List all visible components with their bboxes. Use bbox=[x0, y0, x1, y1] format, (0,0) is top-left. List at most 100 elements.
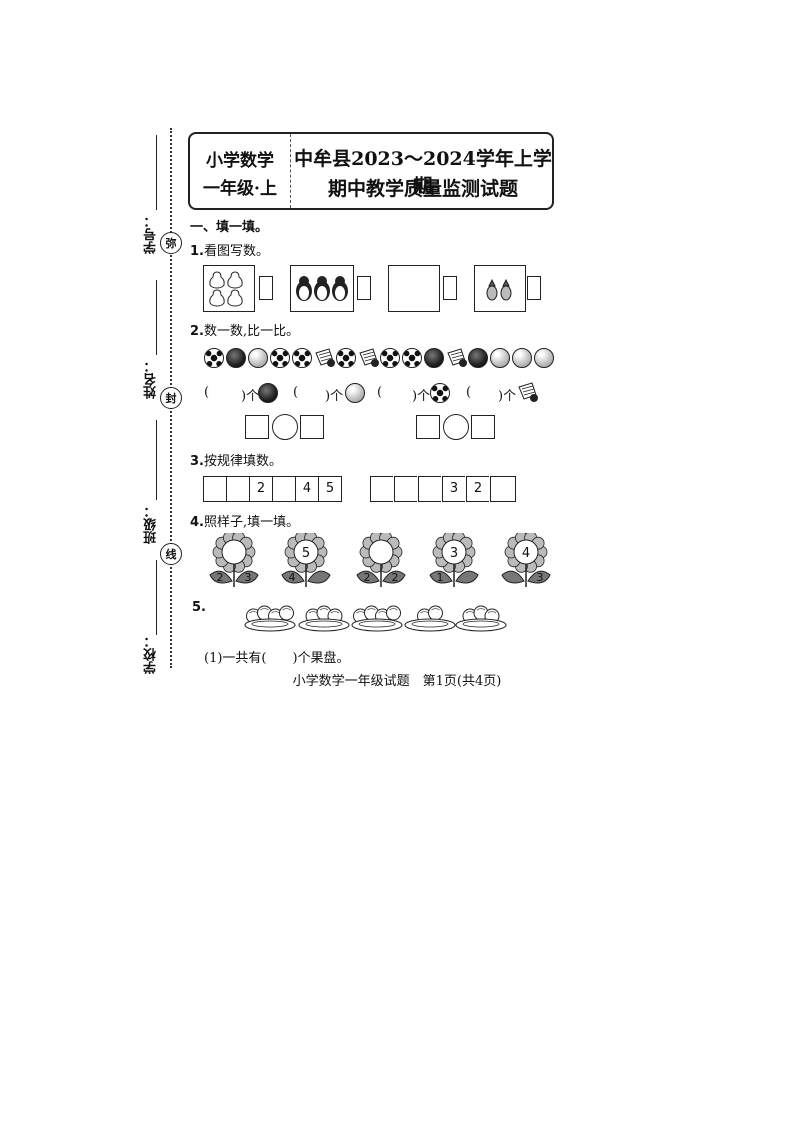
count-close-label: )个 bbox=[325, 389, 344, 404]
flower-right-number: 3 bbox=[245, 571, 252, 584]
question-2: 2.数一数,比一比。 bbox=[190, 320, 299, 339]
sequence-cell[interactable] bbox=[394, 476, 417, 502]
shuttlecock-icon bbox=[315, 348, 335, 367]
dark-ball-icon bbox=[226, 348, 246, 368]
flower-4: 31 bbox=[429, 533, 479, 587]
dark-ball-icon bbox=[258, 383, 278, 403]
class-line bbox=[156, 420, 157, 500]
q2-text: 数一数,比一比。 bbox=[203, 324, 300, 339]
exam-title-line2: 期中教学质量监测试题 bbox=[327, 178, 518, 200]
pear-icon bbox=[209, 271, 243, 307]
q4-number: 4. bbox=[190, 515, 204, 530]
count-close-label: )个 bbox=[412, 389, 431, 404]
flower-center-number: 5 bbox=[302, 546, 310, 561]
fruit-plate-icon bbox=[351, 605, 403, 632]
exam-header: 小学数学 一年级·上 中牟县2023～2024学年上学期 期中教学质量监测试题 bbox=[188, 132, 554, 210]
pearl-ball-icon bbox=[490, 348, 510, 368]
dark-ball-icon bbox=[468, 348, 488, 368]
count-open-paren: ( bbox=[204, 385, 210, 400]
name-line bbox=[156, 280, 157, 355]
student-number-label: 学号： bbox=[144, 215, 159, 254]
compare-box-right[interactable] bbox=[300, 415, 324, 439]
subject-label: 小学数学 bbox=[206, 151, 274, 171]
flower-right-number: 3 bbox=[537, 571, 544, 584]
pearl-ball-icon bbox=[534, 348, 554, 368]
count-close-label: )个 bbox=[498, 389, 517, 404]
grade-label: 一年级·上 bbox=[203, 179, 277, 199]
pearl-ball-icon bbox=[512, 348, 532, 368]
question-4: 4.照样子,填一填。 bbox=[190, 511, 299, 530]
answer-box-penguins[interactable] bbox=[357, 276, 371, 300]
seal-feng: 封 bbox=[160, 387, 182, 409]
question-1: 1.看图写数。 bbox=[190, 240, 269, 259]
pear-picture bbox=[203, 265, 255, 312]
q2-number: 2. bbox=[190, 324, 204, 339]
flower-center-number: 4 bbox=[522, 546, 530, 561]
flower-5: 43 bbox=[501, 533, 551, 587]
dark-ball-icon bbox=[424, 348, 444, 368]
seal-xian: 线 bbox=[160, 543, 182, 565]
flower-center-number: 3 bbox=[450, 546, 458, 561]
question-5: 5. bbox=[192, 600, 206, 615]
flower-right-number: 2 bbox=[392, 571, 399, 584]
page-footer: 小学数学一年级试题 第1页(共4页) bbox=[292, 674, 502, 689]
soccer-ball-icon bbox=[430, 383, 450, 403]
sequence-cell[interactable] bbox=[272, 476, 295, 502]
fruit-plate-icon bbox=[455, 605, 507, 632]
q5-sub1: (1)一共有( )个果盘。 bbox=[204, 651, 350, 666]
pineapple-icon bbox=[486, 278, 512, 301]
answer-box-pears[interactable] bbox=[259, 276, 273, 300]
answer-box-pineapples[interactable] bbox=[527, 276, 541, 300]
q3-number: 3. bbox=[190, 454, 204, 469]
sequence-cell[interactable] bbox=[370, 476, 393, 502]
student-number-line bbox=[156, 135, 157, 210]
compare-box-left[interactable] bbox=[245, 415, 269, 439]
compare-circle[interactable] bbox=[443, 414, 469, 440]
pearl-ball-icon bbox=[248, 348, 268, 368]
fruit-plate-icon bbox=[404, 605, 456, 632]
compare-box-right[interactable] bbox=[471, 415, 495, 439]
penguin-icon bbox=[296, 276, 348, 301]
count-open-paren: ( bbox=[293, 385, 299, 400]
sequence-cell[interactable] bbox=[418, 476, 441, 502]
flower-left-number: 2 bbox=[217, 571, 224, 584]
answer-box-empty[interactable] bbox=[443, 276, 457, 300]
sequence-cell: 2 bbox=[466, 476, 489, 502]
empty-picture bbox=[388, 265, 440, 312]
seal-mi: 弥 bbox=[160, 232, 182, 254]
sequence-cell[interactable] bbox=[493, 476, 516, 502]
flower-left-number: 1 bbox=[437, 571, 444, 584]
class-label: 班级： bbox=[144, 505, 159, 544]
shuttlecock-icon bbox=[518, 382, 538, 402]
q3-text: 按规律填数。 bbox=[203, 454, 282, 469]
compare-box-left[interactable] bbox=[416, 415, 440, 439]
count-close-label: )个 bbox=[241, 389, 260, 404]
question-3: 3.按规律填数。 bbox=[190, 450, 282, 469]
soccer-ball-icon bbox=[204, 348, 224, 368]
header-left-panel bbox=[190, 134, 291, 208]
sequence-cell: 3 bbox=[442, 476, 465, 502]
school-label: 学校： bbox=[144, 635, 159, 674]
sequence-cell: 4 bbox=[295, 476, 318, 502]
school-line bbox=[156, 560, 157, 635]
compare-circle[interactable] bbox=[272, 414, 298, 440]
flower-left-number: 4 bbox=[289, 571, 296, 584]
soccer-ball-icon bbox=[292, 348, 312, 368]
fruit-plate-icon bbox=[298, 605, 350, 632]
pearl-ball-icon bbox=[345, 383, 365, 403]
shuttlecock-icon bbox=[359, 348, 379, 367]
section-heading: 一、填一填。 bbox=[190, 220, 269, 235]
count-open-paren: ( bbox=[377, 385, 383, 400]
q5-number: 5. bbox=[192, 600, 206, 615]
flower-left-number: 2 bbox=[364, 571, 371, 584]
penguin-picture bbox=[290, 265, 354, 312]
sequence-cell[interactable] bbox=[226, 476, 249, 502]
pineapple-picture bbox=[474, 265, 526, 312]
q4-text: 照样子,填一填。 bbox=[203, 515, 300, 530]
fruit-plate-icon bbox=[244, 605, 296, 632]
flower-2: 54 bbox=[281, 533, 331, 587]
count-open-paren: ( bbox=[466, 385, 472, 400]
sequence-cell[interactable] bbox=[203, 476, 226, 502]
